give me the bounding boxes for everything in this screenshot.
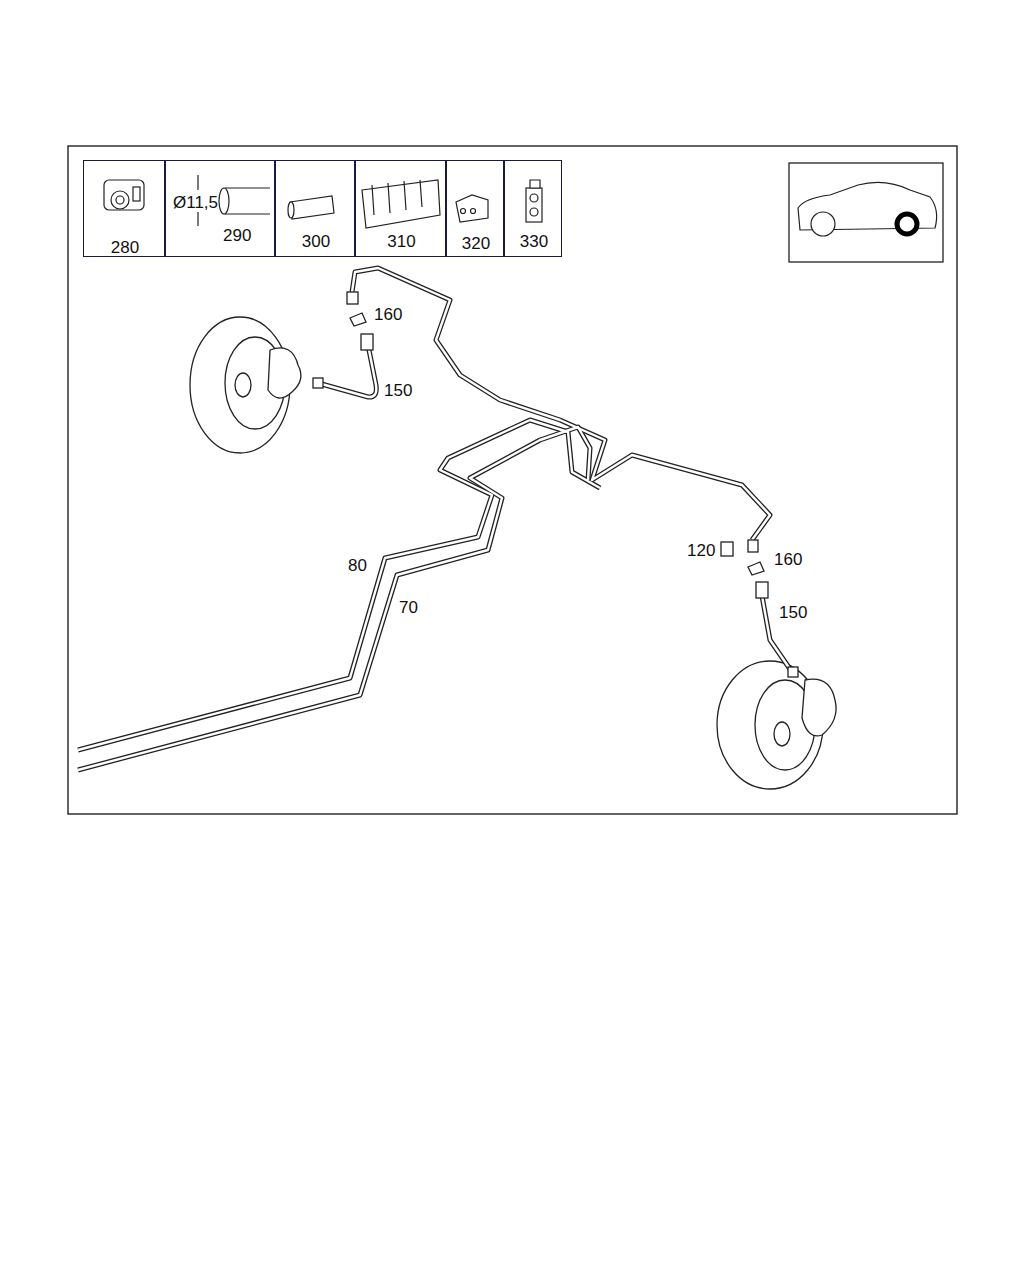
part-number: 280 — [111, 239, 139, 256]
brake-pipes — [78, 268, 770, 770]
part-cell: 330 — [504, 160, 562, 257]
part-cell: 310 — [355, 160, 446, 257]
right-brake-disc — [717, 661, 836, 789]
callout-number: 80 — [346, 557, 369, 574]
front-wheel — [811, 212, 835, 236]
part-cell: 280 — [83, 160, 165, 257]
part-number: 320 — [462, 235, 490, 252]
part-cell: 300 — [275, 160, 355, 257]
callout-number: 160 — [772, 551, 804, 568]
callout-number: 70 — [397, 599, 420, 616]
hoses-fittings — [313, 292, 798, 677]
callout-number: 160 — [372, 306, 404, 323]
callout-number: 120 — [685, 542, 717, 559]
callout-number: 150 — [382, 382, 414, 399]
part-number: 290 — [223, 227, 251, 244]
car-box — [789, 163, 943, 262]
dimension-label: Ø11,5 — [173, 194, 218, 211]
part-number: 310 — [387, 233, 415, 250]
rear-wheel — [897, 214, 917, 234]
part-number: 300 — [302, 233, 330, 250]
part-cell: 320 — [446, 160, 504, 257]
part-cell: Ø11,5 290 — [165, 160, 275, 257]
left-brake-disc — [190, 317, 301, 453]
part-number: 330 — [520, 233, 548, 250]
frame — [68, 146, 957, 814]
part-icons — [104, 175, 542, 228]
callout-number: 150 — [777, 604, 809, 621]
